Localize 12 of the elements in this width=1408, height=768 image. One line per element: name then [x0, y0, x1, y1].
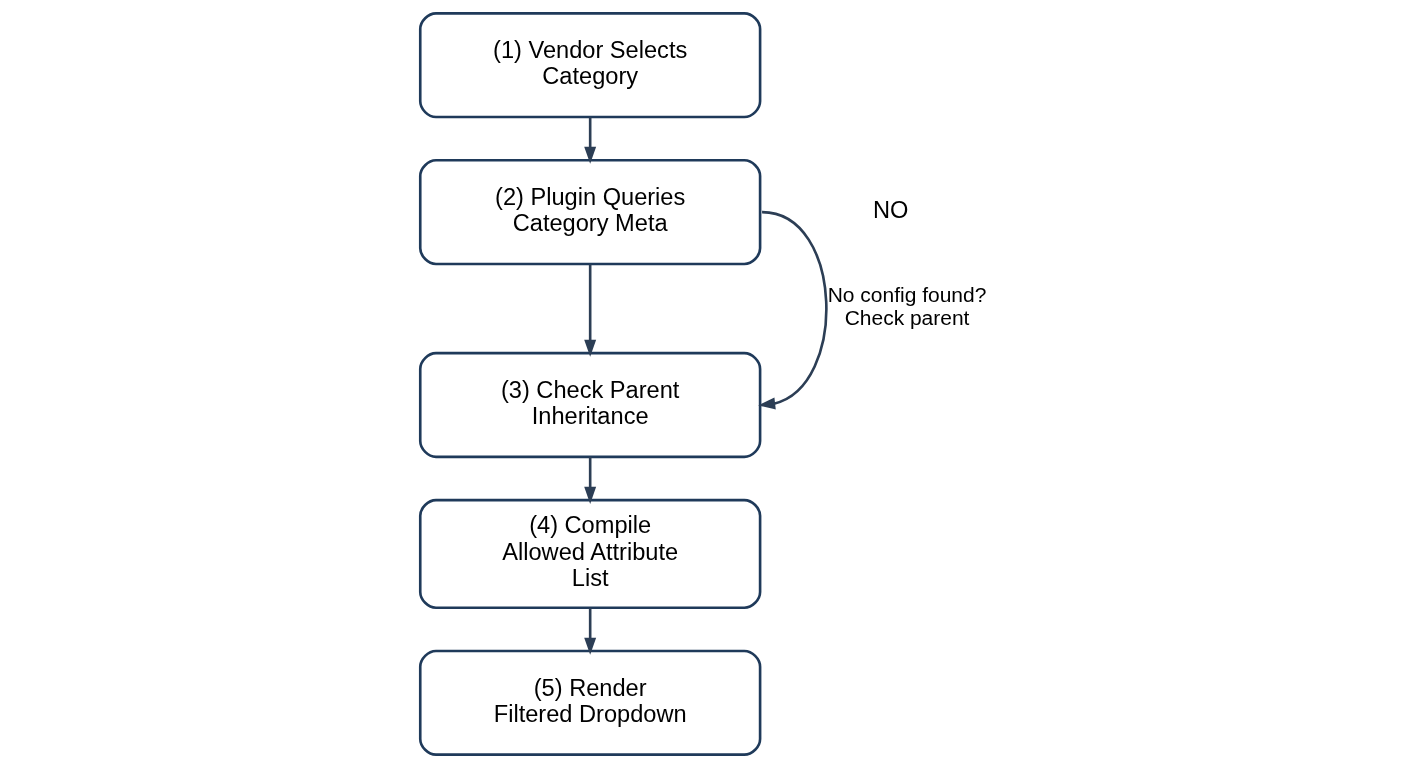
arrow: [584, 117, 597, 164]
node-box: (4) Compile Allowed Attribute List: [418, 498, 762, 610]
node-box: (3) Check Parent Inheritance: [418, 351, 762, 459]
node-box: (2) Plugin Queries Category Meta: [418, 158, 762, 266]
label: NO: [872, 196, 909, 223]
arrow: [584, 457, 597, 504]
edge-label: No config found? Check parent: [827, 282, 987, 330]
node-box: (1) Vendor Selects Category: [418, 12, 762, 119]
node-box: (5) Render Filtered Dropdown: [418, 649, 762, 756]
arrow: [758, 210, 828, 410]
arrow: [584, 264, 597, 357]
arrow: [584, 608, 597, 655]
